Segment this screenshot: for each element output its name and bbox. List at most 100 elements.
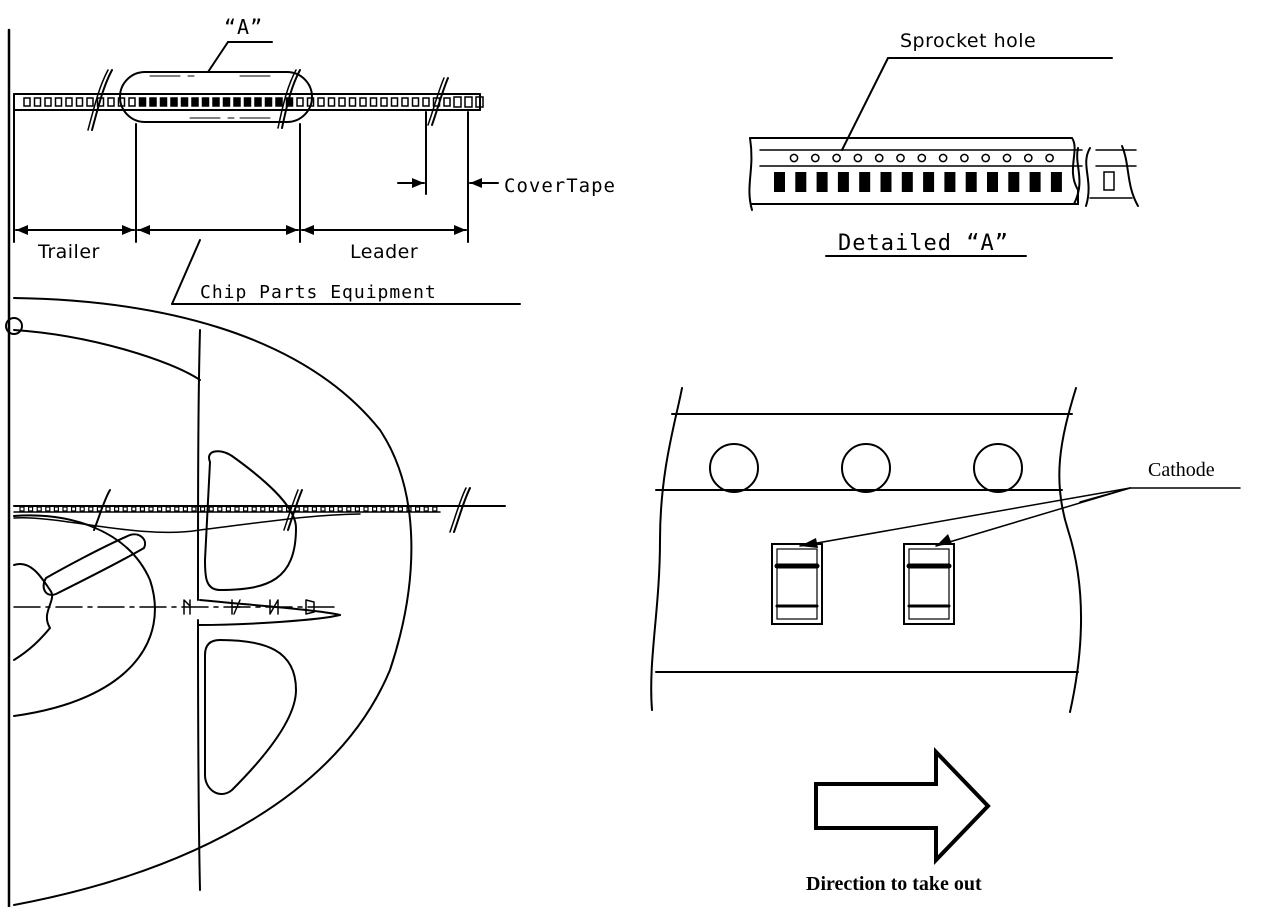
tape-pocket: [233, 97, 241, 107]
detail-marker-label: “A”: [224, 15, 263, 39]
tape-pocket: [54, 97, 63, 107]
tape-pocket: [296, 97, 304, 107]
tape-pocket: [987, 172, 998, 192]
sprocket-hole: [810, 153, 820, 163]
sprocket-hole: [841, 443, 891, 493]
tape-pocket: [86, 97, 94, 107]
tape-pocket: [107, 97, 115, 107]
chip-parts-equipment-label: Chip Parts Equipment: [200, 282, 437, 303]
tape-pocket: [225, 506, 231, 512]
tape-pocket: [944, 172, 956, 192]
tape-pocket: [75, 97, 84, 107]
tape-pocket: [212, 97, 220, 107]
sprocket-hole: [832, 153, 841, 163]
tape-pocket: [260, 506, 266, 512]
tape-pocket: [346, 506, 352, 512]
tape-pocket: [44, 97, 52, 107]
tape-pocket: [380, 506, 386, 512]
tape-pocket: [191, 506, 197, 512]
tape-pocket: [354, 506, 360, 512]
tape-pocket: [105, 506, 111, 512]
direction-arrow: [814, 747, 991, 865]
sprocket-hole: [981, 153, 991, 163]
sprocket-hole: [973, 443, 1023, 493]
tape-pocket: [432, 506, 438, 512]
tape-pocket: [157, 506, 163, 512]
tape-pocket: [327, 97, 336, 107]
sprocket-hole: [896, 153, 905, 163]
carrier-tape-overview: [13, 69, 484, 131]
tape-pocket: [422, 97, 430, 107]
tape-pocket: [923, 172, 935, 192]
cover-tape-label: CoverTape: [504, 175, 616, 197]
tape-pocket: [128, 97, 136, 107]
tape-pocket: [65, 97, 73, 107]
tape-pocket: [62, 506, 68, 512]
tape-pocket: [311, 506, 317, 512]
tape-pocket: [277, 506, 283, 512]
trailer-label: Trailer: [37, 241, 100, 263]
tape-pocket: [401, 97, 409, 107]
tape-pocket: [201, 97, 210, 107]
tape-pocket: [774, 172, 785, 192]
tape-pocket: [148, 506, 154, 512]
chip-component: [903, 543, 955, 625]
tape-pocket: [23, 97, 31, 107]
tape-pocket: [180, 97, 189, 107]
tape-dimension-lines: [13, 109, 521, 305]
tape-pocket: [1050, 172, 1062, 192]
tape-pocket: [36, 506, 42, 512]
tape-pocket: [390, 97, 399, 107]
tape-pocket: [359, 97, 367, 107]
sprocket-hole: [789, 153, 799, 163]
tape-pocket: [406, 506, 412, 512]
detailed-a-label: Detailed “A”: [838, 231, 1009, 256]
tape-pocket: [816, 172, 828, 192]
sprocket-hole: [960, 153, 969, 163]
tape-pocket: [397, 506, 403, 512]
tape-pocket: [275, 97, 283, 107]
sprocket-hole: [1002, 153, 1012, 163]
tape-pocket: [411, 97, 420, 107]
tape-pocket: [464, 96, 473, 108]
tape-pocket: [217, 506, 223, 512]
tape-pocket: [208, 506, 214, 512]
tape-pocket: [443, 97, 451, 107]
tape-pocket: [174, 506, 180, 512]
tape-pocket: [389, 506, 395, 512]
tape-pocket: [372, 506, 378, 512]
sprocket-hole: [853, 153, 863, 163]
sprocket-hole: [709, 443, 759, 493]
sprocket-hole: [917, 153, 927, 163]
tape-pocket: [453, 96, 462, 108]
tape-pocket: [243, 97, 252, 107]
tape-pocket: [264, 97, 273, 107]
tape-pocket: [70, 506, 77, 512]
tape-pocket: [131, 506, 137, 512]
reel-drawing: [5, 297, 506, 906]
tape-pocket: [200, 506, 206, 512]
tape-pocket: [222, 97, 231, 107]
tape-pocket: [369, 97, 378, 107]
tape-pocket: [149, 97, 157, 107]
tape-pocket: [880, 172, 892, 192]
tape-pocket: [268, 506, 274, 512]
direction-label: Direction to take out: [806, 873, 982, 895]
tape-pocket: [415, 506, 421, 512]
tape-pocket: [122, 506, 128, 512]
tape-pocket: [303, 506, 309, 512]
tape-pocket: [338, 97, 346, 107]
tape-pocket: [139, 506, 145, 512]
sprocket-hole: [874, 153, 884, 163]
cathode-orientation-view: [650, 387, 1241, 713]
leader-label: Leader: [350, 241, 418, 263]
tape-pocket: [363, 506, 369, 512]
tape-pocket: [348, 97, 357, 107]
detailed-a-view: [748, 137, 1139, 211]
tape-pocket: [79, 506, 85, 512]
tape-pocket: [159, 97, 168, 107]
tape-pocket: [88, 506, 94, 512]
tape-pocket: [191, 97, 199, 107]
tape-pocket: [234, 506, 240, 512]
